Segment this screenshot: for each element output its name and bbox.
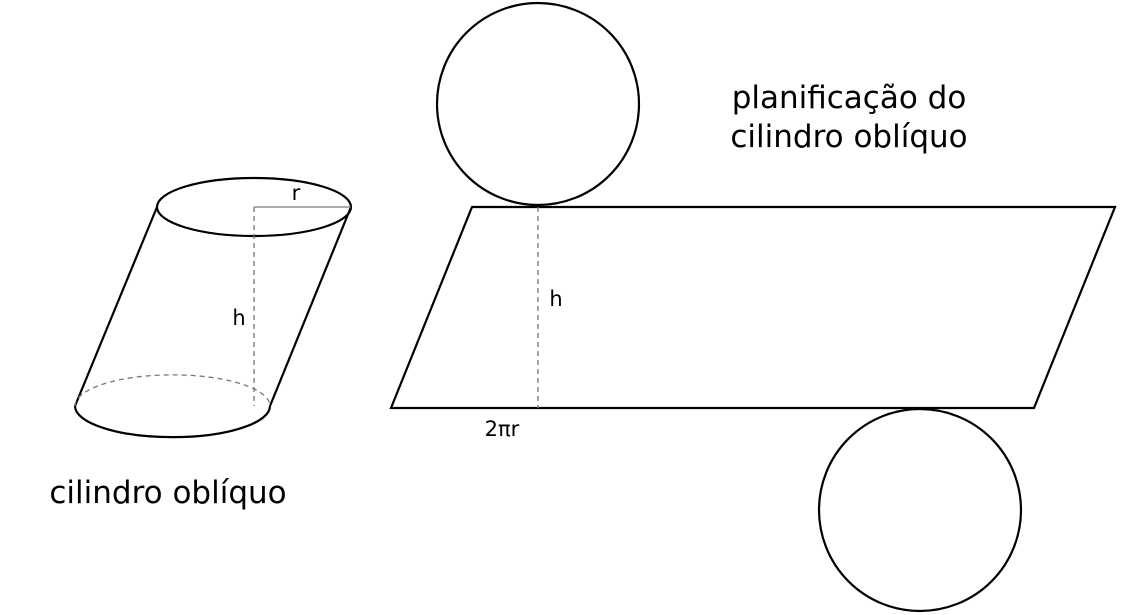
net-top-circle [435,1,641,207]
net-lateral-parallelogram [389,205,1117,410]
oblique-cylinder: r h cilindro oblíquo [49,176,353,511]
net-title-line2: cilindro oblíquo [730,119,967,155]
cylinder-right-generatrix [268,206,353,407]
net-title-line1: planificação do [732,80,967,116]
cylinder-bottom-base-hidden [74,374,271,407]
cylinder-radius-label: r [292,181,301,205]
net-height-label: h [549,287,562,311]
cylinder-height-label: h [232,306,245,330]
net-bottom-circle [817,407,1023,613]
cylinder-caption: cilindro oblíquo [49,475,286,511]
cylinder-left-generatrix [73,206,159,407]
cylinder-net: h 2πr planificação do cilindro oblíquo [389,1,1117,613]
net-base-label: 2πr [485,417,520,441]
cylinder-bottom-base-visible [73,405,272,439]
